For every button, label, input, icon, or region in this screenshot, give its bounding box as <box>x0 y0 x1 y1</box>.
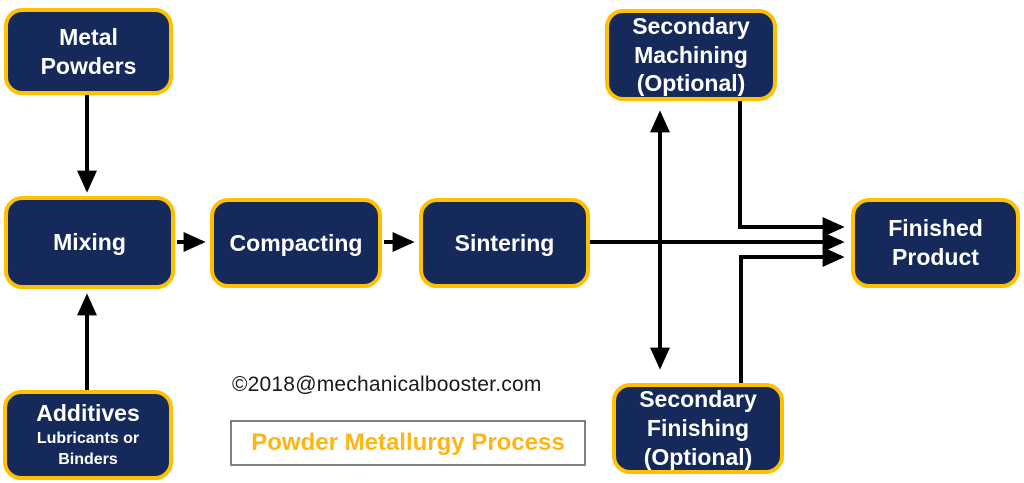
node-finished-product: Finished Product <box>851 198 1020 288</box>
node-sintering: Sintering <box>419 198 590 288</box>
node-secondary-finishing: Secondary Finishing (Optional) <box>612 383 784 474</box>
arrow-secondary-finishing-to-finished-product <box>739 247 845 383</box>
node-label-line: Additives <box>36 400 140 427</box>
node-sublabel-line: Lubricants or <box>36 429 140 447</box>
node-label-line: Sintering <box>454 229 555 256</box>
node-compacting: Compacting <box>210 198 382 288</box>
node-sublabel-line: Binders <box>58 451 118 469</box>
node-label-line: Secondary <box>632 12 750 39</box>
node-label-line: Machining <box>634 41 748 68</box>
node-label-line: Secondary <box>639 386 757 413</box>
node-label-line: (Optional) <box>643 443 753 470</box>
node-label-line: Mixing <box>53 229 126 256</box>
arrow-secondary-machining-to-finished-product <box>738 101 845 237</box>
node-label-line: Compacting <box>229 229 363 256</box>
diagram-title: Powder Metallurgy Process <box>251 429 565 456</box>
node-label-line: Finishing <box>646 415 750 442</box>
diagram-title-box: Powder Metallurgy Process <box>230 420 586 466</box>
node-label-line: Powders <box>40 52 137 79</box>
node-label-line: Finished <box>888 215 983 242</box>
node-metal-powders: Metal Powders <box>4 8 173 95</box>
node-label-line: Product <box>892 244 979 270</box>
node-label-line: (Optional) <box>636 70 746 97</box>
node-mixing: Mixing <box>4 196 175 289</box>
node-secondary-machining: Secondary Machining (Optional) <box>605 9 777 101</box>
node-additives: Additives Lubricants or Binders <box>3 390 173 480</box>
copyright-text: ©2018@mechanicalbooster.com <box>232 373 542 396</box>
node-label-line: Metal <box>59 23 118 50</box>
